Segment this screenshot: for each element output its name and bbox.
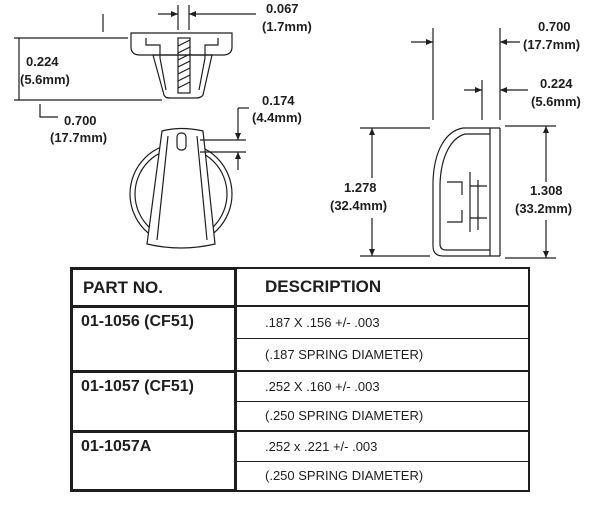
- description-spring: (.187 SPRING DIAMETER): [265, 347, 424, 362]
- part-number-header: PART NO.: [83, 277, 163, 297]
- knob-side-profile: [432, 127, 501, 257]
- description-column: DESCRIPTION .187 X .156 +/- .003 (.187 S…: [237, 267, 530, 492]
- dim-top-width-inch: 0.067: [266, 1, 299, 16]
- knob-hidden-lines: [145, 38, 219, 91]
- dim-height-a-mm: (32.4mm): [330, 198, 387, 213]
- dim-side-depth: [464, 80, 528, 120]
- dim-left-height: [14, 14, 162, 101]
- parts-table: PART NO. 01-1056 (CF51) 01-1057 (CF51) 0…: [70, 267, 530, 492]
- dim-height-a-inch: 1.278: [344, 180, 377, 195]
- dim-height-b-inch: 1.308: [530, 183, 563, 198]
- shaft-hatch: [177, 39, 191, 89]
- dim-left-width-mm: (17.7mm): [50, 130, 107, 145]
- knob-flange-outline: [130, 32, 233, 56]
- description-group: .187 X .156 +/- .003 (.187 SPRING DIAMET…: [237, 305, 528, 370]
- part-number-column: PART NO. 01-1056 (CF51) 01-1057 (CF51) 0…: [70, 267, 237, 492]
- dim-slot-inch: 0.174: [262, 93, 295, 108]
- description-spring: (.250 SPRING DIAMETER): [265, 408, 424, 424]
- side-inner-outline: [439, 133, 490, 251]
- dim-top-width-mm: (1.7mm): [262, 19, 312, 34]
- dim-height-b-mm: (33.2mm): [515, 201, 572, 216]
- dim-height-a: [360, 127, 430, 257]
- description-group: .252 X .160 +/- .003 (.250 SPRING DIAMET…: [237, 370, 528, 430]
- dim-height-b: [505, 125, 556, 259]
- part-number-cell: 01-1057A: [73, 430, 234, 489]
- dim-slot-mm: (4.4mm): [252, 110, 302, 125]
- dim-side-width: [411, 28, 520, 120]
- part-number-cell: 01-1056 (CF51): [73, 305, 234, 370]
- knob-top-profile: [130, 32, 233, 99]
- dim-slot: [200, 107, 249, 170]
- knob-pointer-outline: [146, 127, 216, 249]
- description-spring: (.250 SPRING DIAMETER): [265, 468, 424, 484]
- knob-body-outline: [152, 54, 213, 99]
- dim-side-depth-mm: (5.6mm): [531, 94, 581, 109]
- dim-top-width: [158, 5, 256, 30]
- dim-side-depth-inch: 0.224: [540, 76, 573, 91]
- dim-left-width-inch: 0.700: [64, 113, 97, 128]
- dim-left-width: [39, 104, 58, 118]
- description-spec: .252 X .160 +/- .003: [237, 372, 528, 402]
- description-spec: .252 x .221 +/- .003: [237, 432, 528, 462]
- dim-left-height-mm: (5.6mm): [20, 72, 70, 87]
- description-group: .252 x .221 +/- .003 (.250 SPRING DIAMET…: [237, 430, 528, 490]
- dim-side-width-mm: (17.7mm): [523, 37, 580, 52]
- knob-pointer-inner: [156, 135, 208, 241]
- description-spec: .187 X .156 +/- .003: [237, 307, 528, 339]
- knob-front-view: [129, 127, 233, 249]
- dim-side-width-inch: 0.700: [538, 19, 571, 34]
- technical-drawing: 0.067 (1.7mm) 0.224 (5.6mm) 0.700 (17.7m…: [14, 1, 581, 259]
- shaft-slot: [177, 37, 191, 94]
- dim-left-height-inch: 0.224: [26, 54, 59, 69]
- part-number-cell: 01-1057 (CF51): [73, 370, 234, 430]
- side-shaft-lines: [447, 172, 487, 232]
- side-outline: [432, 127, 500, 257]
- pointer-slot: [176, 132, 187, 151]
- description-header: DESCRIPTION: [265, 277, 382, 296]
